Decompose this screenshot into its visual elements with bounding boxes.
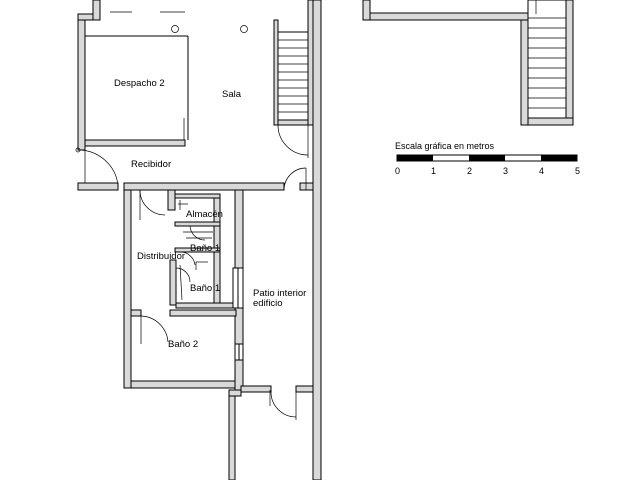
scale-tick-4: 4 — [539, 166, 544, 176]
main-stair — [277, 31, 309, 121]
label-bano-1-upper: Baño 1 — [190, 243, 220, 254]
scale-tick-2: 2 — [467, 166, 472, 176]
label-distribuidor: Distribuidor — [137, 251, 185, 262]
label-bano-1-lower: Baño 1 — [190, 283, 220, 294]
room-labels: Despacho 2 Sala Recibidor Almacén Baño 1… — [114, 78, 306, 350]
scale-bar: Escala gráfica en metros 0 1 2 3 4 5 — [395, 141, 580, 176]
fixtures — [178, 200, 213, 270]
label-patio-line-2: edificio — [253, 298, 283, 309]
label-bano-2: Baño 2 — [168, 339, 198, 350]
upper-stair-block — [362, 0, 574, 126]
scale-tick-5: 5 — [575, 166, 580, 176]
label-patio-line-1: Patio interior — [253, 288, 306, 299]
door-swings — [77, 124, 309, 420]
despacho-partition — [75, 11, 248, 153]
scale-tick-3: 3 — [503, 166, 508, 176]
scale-tick-0: 0 — [395, 166, 400, 176]
scale-title: Escala gráfica en metros — [395, 141, 495, 151]
label-recibidor: Recibidor — [131, 159, 171, 170]
label-almacen: Almacén — [186, 209, 223, 220]
label-despacho-2: Despacho 2 — [114, 78, 165, 89]
scale-tick-1: 1 — [431, 166, 436, 176]
label-sala: Sala — [222, 89, 242, 100]
